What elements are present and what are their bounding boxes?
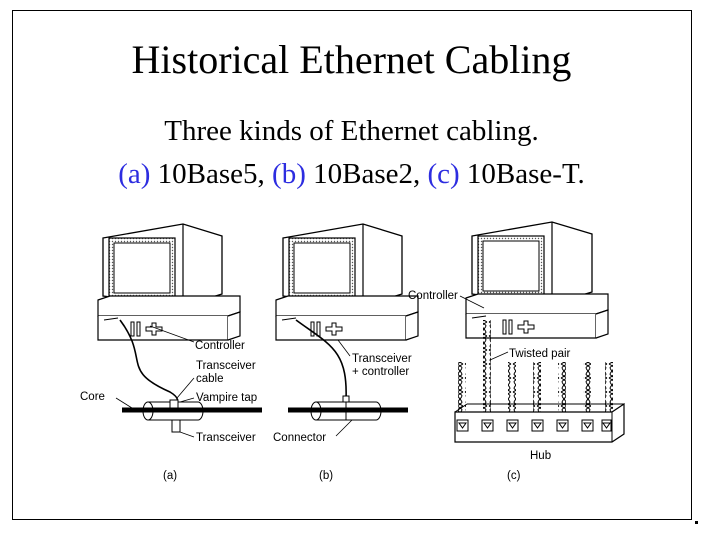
label-controller-a: Controller [195,340,245,352]
twisted-pairs [458,320,613,412]
label-connector: Connector [273,432,326,444]
label-core: Core [80,391,105,403]
computer-b-icon [275,223,419,341]
label-transceiver-a: Transceiver [196,432,256,444]
label-vampire-tap: Vampire tap [196,392,257,404]
drop-cable-b [295,319,347,401]
label-b-tag: (b) [272,158,306,190]
label-c-tag: (c) [427,158,460,190]
caption-b: (b) [319,470,333,482]
transceiver-a-icon [142,399,204,433]
label-b-name: 10Base2, [313,158,421,190]
subtitle-line-2: (a) 10Base5, (b) 10Base2, (c) 10Base-T. [0,158,703,191]
caption-c: (c) [507,470,521,482]
bnc-connector-icon [310,395,382,421]
computer-c-icon [465,221,609,339]
corner-mark [695,521,698,524]
slide-title: Historical Ethernet Cabling [131,37,572,82]
subtitle-line-1: Three kinds of Ethernet cabling. [164,115,539,147]
label-a-tag: (a) [118,158,151,190]
label-transceiver-cable-1: Transceiver [196,360,256,372]
label-controller-c: Controller [408,290,458,302]
label-c-name: 10Base-T. [466,158,585,190]
computer-a-icon [97,223,241,341]
caption-a: (a) [163,470,177,482]
label-a-name: 10Base5, [157,158,265,190]
label-hub: Hub [530,450,551,462]
label-transceiver-controller-2: + controller [352,366,409,378]
hub-icon [454,402,625,443]
label-transceiver-cable-2: cable [196,373,224,385]
label-transceiver-controller-1: Transceiver [352,353,412,365]
label-twisted-pair: Twisted pair [509,348,571,360]
